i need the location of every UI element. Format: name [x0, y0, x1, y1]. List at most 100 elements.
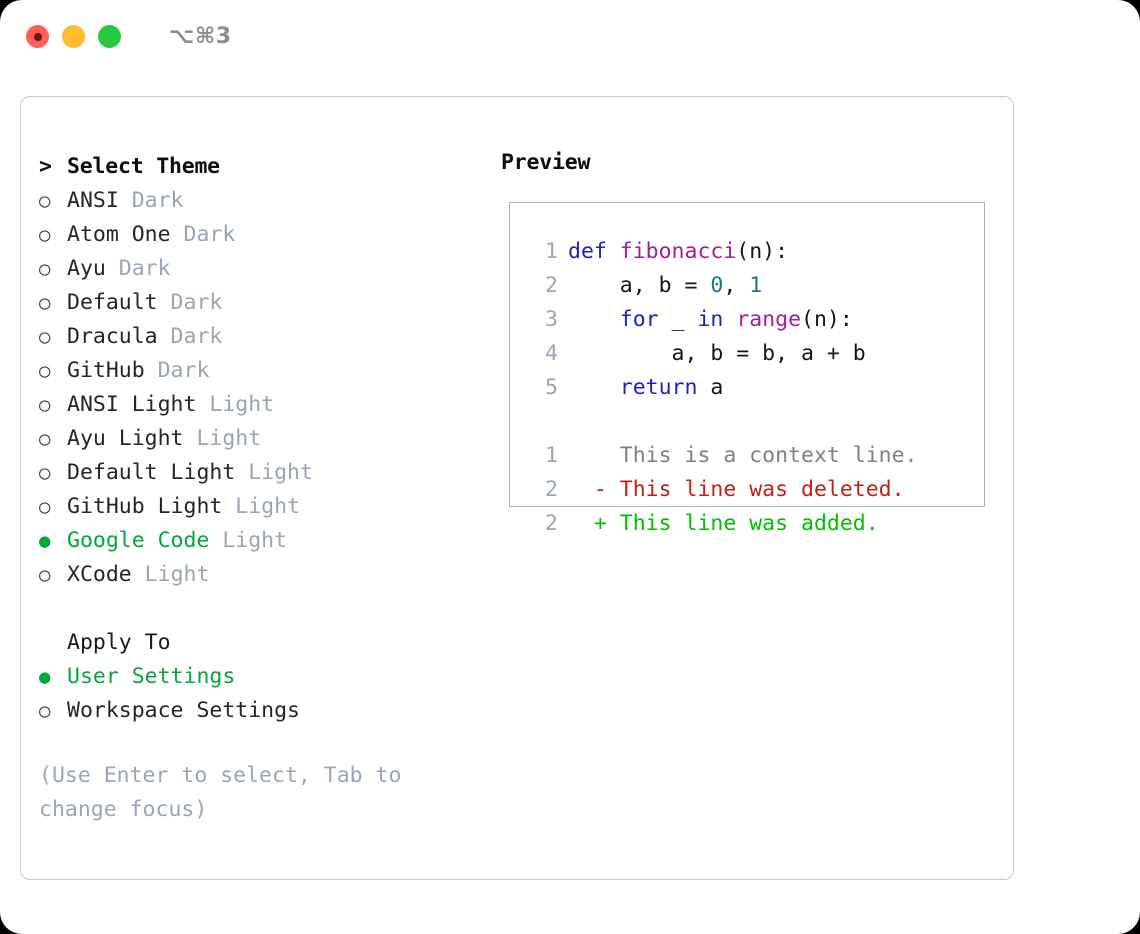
apply-to-item[interactable]: ● User Settings — [39, 660, 489, 694]
theme-name: Ayu — [67, 256, 106, 281]
code-token: 0 — [710, 273, 724, 298]
theme-name: Atom One — [67, 222, 171, 247]
theme-list-item[interactable]: ○ XCode Light — [39, 558, 489, 592]
radio-unselected-icon: ○ — [39, 224, 51, 246]
code-token — [568, 375, 620, 400]
code-blank-line — [510, 405, 984, 439]
theme-category: Light — [222, 494, 301, 519]
radio-unselected-icon: ○ — [39, 360, 51, 382]
apply-to-label: Workspace Settings — [67, 698, 300, 723]
radio-unselected-icon: ○ — [39, 394, 51, 416]
apply-to-header: Apply To — [39, 626, 489, 660]
diff-line: 2 + This line was added. — [510, 507, 984, 541]
line-number: 1 — [545, 443, 558, 468]
theme-name: GitHub Light — [67, 494, 223, 519]
theme-category: Light — [131, 562, 210, 587]
theme-category: Light — [209, 528, 288, 553]
radio-unselected-icon: ○ — [39, 496, 51, 518]
theme-category: Dark — [157, 290, 223, 315]
radio-unselected-icon: ○ — [39, 700, 51, 722]
theme-name: XCode — [67, 562, 132, 587]
theme-name: Default Light — [67, 460, 236, 485]
line-number: 2 — [545, 273, 558, 298]
code-line: 1 def fibonacci(n): — [510, 235, 984, 269]
theme-category: Light — [196, 392, 275, 417]
theme-list-item[interactable]: ○ANSI Light Light — [39, 388, 489, 422]
keyboard-shortcut-label: ⌥⌘3 — [169, 24, 232, 49]
code-token: _ — [658, 307, 698, 332]
code-token: (n): — [736, 239, 789, 264]
diff-line: 1 This is a context line. — [510, 439, 984, 473]
theme-list-item[interactable]: ○Ayu Light Light — [39, 422, 489, 456]
select-theme-title: Select Theme — [67, 154, 220, 179]
apply-to-title: Apply To — [67, 630, 171, 655]
code-token: (n): — [801, 307, 853, 332]
theme-name: Dracula — [67, 324, 158, 349]
theme-chooser: > Select Theme ○ANSI Dark○Atom One Dark○… — [39, 150, 489, 728]
line-number: 2 — [545, 477, 558, 502]
radio-unselected-icon: ○ — [39, 190, 51, 212]
code-token: for — [619, 307, 659, 332]
theme-list-item[interactable]: ○ GitHub Dark — [39, 354, 489, 388]
theme-list-item[interactable]: ○ GitHub Light Light — [39, 490, 489, 524]
theme-category: Dark — [170, 222, 236, 247]
list-spacer — [39, 592, 489, 626]
diff-line: 2 - This line was deleted. — [510, 473, 984, 507]
theme-name: Google Code — [67, 528, 210, 553]
line-number: 1 — [545, 239, 558, 264]
code-token: range — [736, 307, 802, 332]
keyboard-hint: (Use Enter to select, Tab to change focu… — [39, 763, 415, 822]
diff-line-text: + This line was added. — [568, 511, 879, 536]
theme-list-item[interactable]: ○Dracula Dark — [39, 320, 489, 354]
select-theme-header: > Select Theme — [39, 150, 489, 184]
radio-unselected-icon: ○ — [39, 292, 51, 314]
caret-icon: > — [39, 154, 52, 179]
theme-list-item[interactable]: ○Ayu Dark — [39, 252, 489, 286]
theme-name: Ayu Light — [67, 426, 184, 451]
code-token: def — [568, 239, 620, 264]
theme-name: GitHub — [67, 358, 145, 383]
code-line: 5 return a — [510, 371, 984, 405]
code-line: 3 for _ in range(n): — [510, 303, 984, 337]
theme-name: Default — [67, 290, 158, 315]
diff-line-text: This is a context line. — [568, 443, 918, 468]
theme-list-item[interactable]: ○ ANSI Dark — [39, 184, 489, 218]
preview-title: Preview — [501, 150, 591, 175]
apply-to-item[interactable]: ○ Workspace Settings — [39, 694, 489, 728]
theme-name: ANSI — [67, 188, 119, 213]
theme-list: ○ANSI Dark○Atom One Dark○Ayu Dark○Defaul… — [39, 184, 489, 592]
theme-category: Dark — [118, 188, 184, 213]
code-line-text: def fibonacci(n): — [568, 235, 788, 269]
code-line-text: a, b = 0, 1 — [568, 269, 762, 303]
radio-unselected-icon: ○ — [39, 462, 51, 484]
code-token: a, b = — [568, 273, 711, 298]
radio-selected-icon: ● — [39, 666, 51, 688]
theme-list-item[interactable]: ○Default Light Light — [39, 456, 489, 490]
apply-to-label: User Settings — [67, 664, 236, 689]
minimize-button[interactable] — [62, 25, 85, 48]
code-line: 4 a, b = b, a + b — [510, 337, 984, 371]
theme-list-item[interactable]: ●Google Code Light — [39, 524, 489, 558]
theme-list-item[interactable]: ○ Atom One Dark — [39, 218, 489, 252]
code-token — [723, 307, 736, 332]
close-button[interactable] — [26, 25, 49, 48]
zoom-button[interactable] — [98, 25, 121, 48]
theme-category: Light — [183, 426, 262, 451]
code-token: a, b = b, a + b — [568, 341, 866, 366]
line-number: 3 — [545, 307, 558, 332]
code-token: in — [697, 307, 724, 332]
theme-category: Dark — [157, 324, 223, 349]
line-number: 5 — [545, 375, 558, 400]
radio-unselected-icon: ○ — [39, 564, 51, 586]
diff-line-text: - This line was deleted. — [568, 477, 905, 502]
code-line-text: return a — [568, 371, 724, 405]
code-line-text: a, b = b, a + b — [568, 337, 866, 371]
theme-list-item[interactable]: ○ Default Dark — [39, 286, 489, 320]
code-token: , — [723, 273, 750, 298]
code-token: 1 — [749, 273, 763, 298]
code-token: return — [619, 375, 698, 400]
theme-category: Dark — [144, 358, 210, 383]
